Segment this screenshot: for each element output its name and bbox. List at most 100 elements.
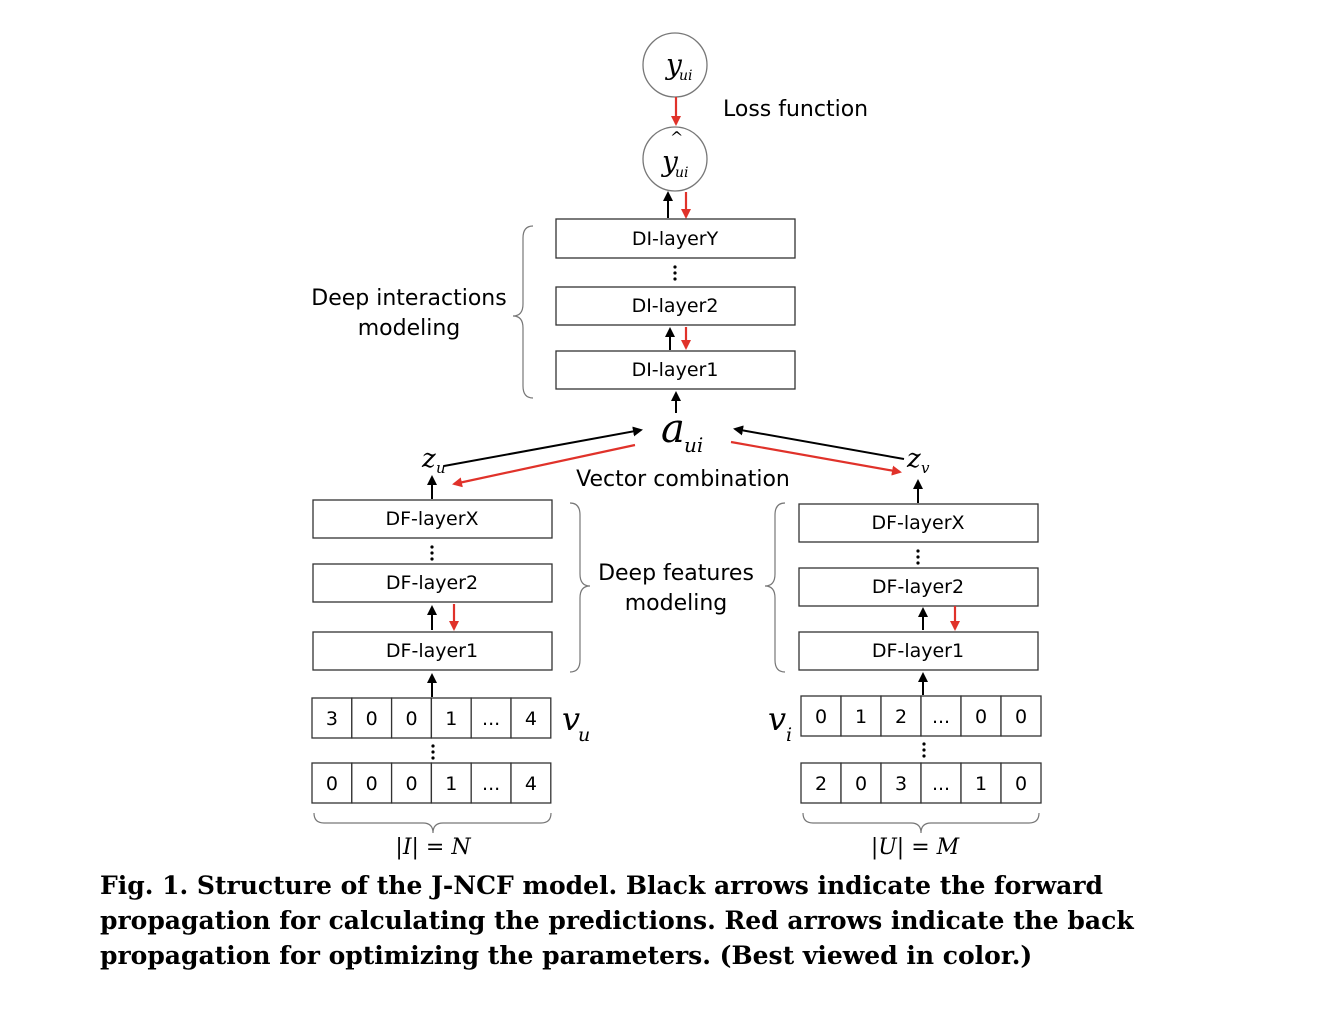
vector-cell-value: 0 (975, 706, 987, 728)
left-vector-ellipsis (431, 744, 435, 760)
left-df-layer-x-label: DF-layerX (385, 508, 478, 530)
figure-caption: Fig. 1. Structure of the J-NCF model. Bl… (100, 871, 1134, 970)
a-ui-label: a (661, 406, 685, 452)
vector-combination-label: Vector combination (576, 467, 790, 492)
vector-cell-value: 0 (815, 706, 827, 728)
y-ui-label: y (664, 48, 683, 81)
right-df-layer-2-box (798, 567, 1039, 607)
vector-cell (390, 697, 433, 739)
vector-cell-value: 2 (895, 706, 907, 728)
right-df-layer-x-box (798, 503, 1039, 543)
right-df-ellipsis (916, 549, 920, 565)
jncf-diagram: y ui Loss function ^ y ui DI-layerY DI-l… (311, 32, 1042, 860)
vector-cell (351, 697, 393, 739)
vector-cell-value: ... (482, 708, 500, 730)
vector-cell-value: 3 (895, 773, 907, 795)
vector-cell (351, 762, 393, 804)
vector-cell (880, 762, 922, 804)
vector-cell (840, 695, 882, 737)
deep-features-brace-right (764, 502, 786, 673)
di-layer-y-box (555, 218, 796, 259)
di-layer-2-box (555, 286, 796, 326)
vector-cell-value: 3 (326, 708, 338, 730)
vector-cell-value: 4 (525, 708, 537, 730)
v-i-label: v (768, 700, 786, 738)
left-top-vector: 3 0 0 1... 4 (311, 697, 552, 739)
vector-cell-value: 0 (1015, 706, 1027, 728)
vector-cell (800, 762, 842, 804)
z-v-label: z (906, 444, 921, 474)
left-size-label: |I| = N (395, 835, 471, 860)
y-hat-mark: ^ (670, 128, 683, 147)
di-layer-2-label: DI-layer2 (632, 295, 719, 317)
right-bottom-vector: 2 0 3... 1 0 (800, 762, 1042, 804)
vector-cell (920, 695, 962, 737)
vector-cell (510, 697, 552, 739)
vector-cell-value: 4 (525, 773, 537, 795)
vector-cell-value: 0 (855, 773, 867, 795)
vector-cell-value: ... (932, 706, 950, 728)
loss-function-label: Loss function (723, 97, 868, 122)
left-df-layer-2-box (312, 563, 553, 603)
y-hat-node (642, 126, 708, 192)
z-u-sub: u (436, 459, 446, 477)
vector-cell-value: 0 (1015, 773, 1027, 795)
deep-features-label-line1: Deep features (598, 561, 754, 586)
right-size-label: |U| = M (871, 835, 960, 860)
vector-cell (1000, 695, 1042, 737)
left-df-layer-1-box (312, 631, 553, 671)
deep-features-label-line2: modeling (625, 591, 728, 616)
di-layer-1-label: DI-layer1 (632, 359, 719, 381)
vector-cell-value: 0 (405, 773, 417, 795)
vector-cell-value: 1 (445, 708, 457, 730)
vector-cell (840, 762, 882, 804)
di-ellipsis (673, 265, 677, 281)
vector-cell-value: ... (932, 773, 950, 795)
a-ui-sub: ui (684, 433, 703, 457)
right-size-brace (802, 812, 1040, 834)
left-df-layer-2-label: DF-layer2 (386, 572, 478, 594)
vector-cell (390, 762, 433, 804)
vector-cell-value: ... (482, 773, 500, 795)
fwd-arrow-zv-aui (733, 425, 905, 460)
left-size-brace (313, 812, 552, 834)
vector-cell (880, 695, 922, 737)
vector-cell-value: 1 (855, 706, 867, 728)
vector-cell (430, 697, 472, 739)
vector-cell-value: 2 (815, 773, 827, 795)
v-u-sub: u (578, 724, 590, 746)
y-hat-label: y (660, 145, 679, 178)
y-ui-sub: ui (679, 68, 693, 84)
right-df-layer-x-label: DF-layerX (871, 512, 964, 534)
vector-cell (311, 762, 353, 804)
vector-cell-value: 0 (366, 708, 378, 730)
v-i-sub: i (786, 724, 792, 746)
left-df-layer-1-label: DF-layer1 (386, 640, 478, 662)
back-arrow-aui-zv (730, 440, 902, 476)
v-u-label: v (562, 700, 580, 738)
deep-interactions-label-line2: modeling (358, 316, 461, 341)
di-layer-1-box (555, 350, 796, 390)
vector-cell-value: 1 (975, 773, 987, 795)
z-v-sub: v (921, 459, 930, 477)
left-df-ellipsis (430, 545, 434, 561)
vector-cell (510, 762, 552, 804)
fwd-arrow-zu-aui (443, 426, 643, 467)
z-u-label: z (421, 444, 436, 474)
vector-cell-value: 0 (366, 773, 378, 795)
vector-cell (920, 762, 962, 804)
vector-cell-value: 0 (405, 708, 417, 730)
vector-cell (430, 762, 472, 804)
vector-cell (960, 762, 1002, 804)
back-arrow-aui-zu (452, 443, 636, 488)
vector-cell-value: 0 (326, 773, 338, 795)
vector-cell (470, 762, 512, 804)
right-top-vector: 0 1 2... 0 0 (800, 695, 1042, 737)
left-df-layer-x-box (312, 499, 553, 539)
vector-cell (470, 697, 512, 739)
vector-cell (1000, 762, 1042, 804)
deep-features-brace-left (569, 502, 591, 673)
right-df-layer-1-box (798, 631, 1039, 671)
